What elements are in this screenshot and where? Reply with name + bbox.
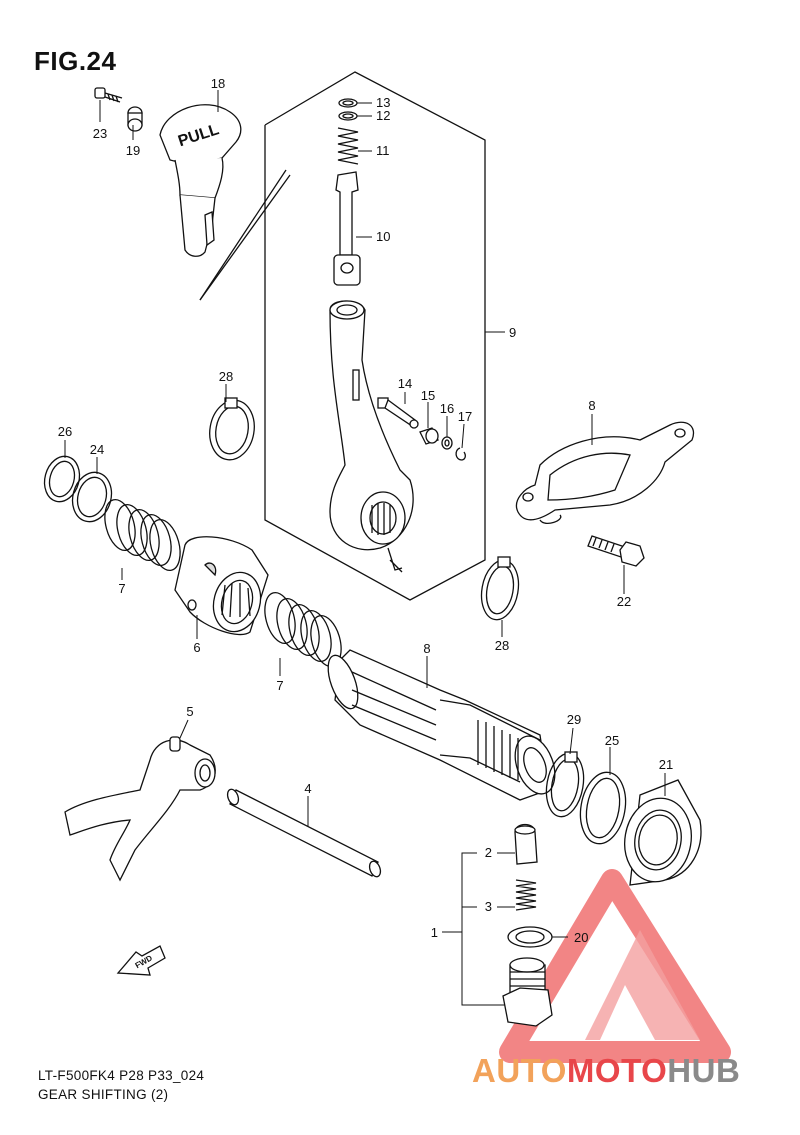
callout-1: 1 [431, 925, 438, 940]
callout-21: 20 [574, 930, 588, 945]
callout-12: 11 [376, 143, 390, 158]
leader-lines [64, 90, 666, 1006]
figure-caption: GEAR SHIFTING (2) [38, 1087, 169, 1102]
callout-6: 6 [193, 640, 200, 655]
figure-title: FIG.24 [34, 46, 117, 76]
callout-7-upper: 7 [118, 581, 125, 596]
circlip-28-right [480, 556, 520, 621]
callout-11: 10 [376, 229, 390, 244]
callout-23: 22 [617, 594, 631, 609]
washer-17 [441, 436, 453, 450]
callout-16: 15 [421, 388, 435, 403]
washer-14 [338, 98, 358, 108]
callout-4: 4 [304, 781, 311, 796]
assembly-10-outline [199, 71, 486, 601]
clip-18 [455, 447, 466, 461]
spring-7-upper [104, 498, 181, 572]
plug-bolt-1 [502, 957, 553, 1027]
spring-12 [337, 127, 359, 165]
model-code: LT-F500FK4 P28 P33_024 [38, 1068, 205, 1083]
callout-17: 16 [440, 401, 454, 416]
pin-15 [377, 397, 419, 429]
ring-26 [579, 771, 627, 845]
callout-5: 5 [186, 704, 193, 719]
shift-shaft-8 [327, 649, 556, 801]
shift-rod-11 [333, 171, 361, 286]
watermark-part-moto: MOTO [566, 1052, 668, 1089]
shift-lever-10 [329, 300, 414, 573]
callout-26: 25 [605, 733, 619, 748]
callout-28-upper: 28 [219, 369, 233, 384]
callout-14: 13 [376, 95, 390, 110]
spring-3 [515, 879, 537, 911]
shift-knob-19: PULL [159, 104, 242, 257]
shift-fork-5 [64, 736, 216, 882]
watermark-part-auto: AUTO [472, 1052, 567, 1089]
callout-18: 17 [458, 409, 472, 424]
watermark-logo-mark [499, 869, 731, 1063]
callout-27: 26 [58, 424, 72, 439]
callout-15: 14 [398, 376, 412, 391]
callout-13: 12 [376, 108, 390, 123]
watermark-text: AUTOMOTOHUB [472, 1052, 740, 1090]
bearing-22 [624, 779, 702, 886]
callout-9: 8 [588, 398, 595, 413]
circlip-28-upper [209, 397, 255, 461]
bushing-20 [127, 106, 143, 132]
callout-7-lower: 7 [276, 678, 283, 693]
callout-2: 2 [485, 845, 492, 860]
collar-16 [419, 427, 439, 445]
bolt-24 [94, 87, 123, 103]
washer-21 [507, 926, 553, 948]
callout-19: 18 [211, 76, 225, 91]
callout-10: 9 [509, 325, 516, 340]
sleeve-6 [174, 536, 269, 636]
callout-25: 24 [90, 442, 104, 457]
callout-24: 23 [93, 126, 107, 141]
callout-28-right: 28 [495, 638, 509, 653]
watermark-part-hub: HUB [667, 1052, 741, 1089]
detent-pin-2 [514, 823, 538, 865]
callout-29: 29 [567, 712, 581, 727]
bolt-23 [587, 535, 645, 567]
callout-22: 21 [659, 757, 673, 772]
forward-direction-arrow: FWD [116, 945, 166, 976]
callout-3: 3 [485, 899, 492, 914]
callout-20: 19 [126, 143, 140, 158]
callout-8: 8 [423, 641, 430, 656]
circlip-27 [43, 455, 81, 503]
shift-fork-rod-4 [226, 788, 382, 878]
bracket-9 [515, 421, 695, 524]
washer-13 [338, 111, 358, 121]
callout-labels: 18 23 19 13 12 11 10 9 14 15 16 17 28 26… [58, 76, 673, 945]
